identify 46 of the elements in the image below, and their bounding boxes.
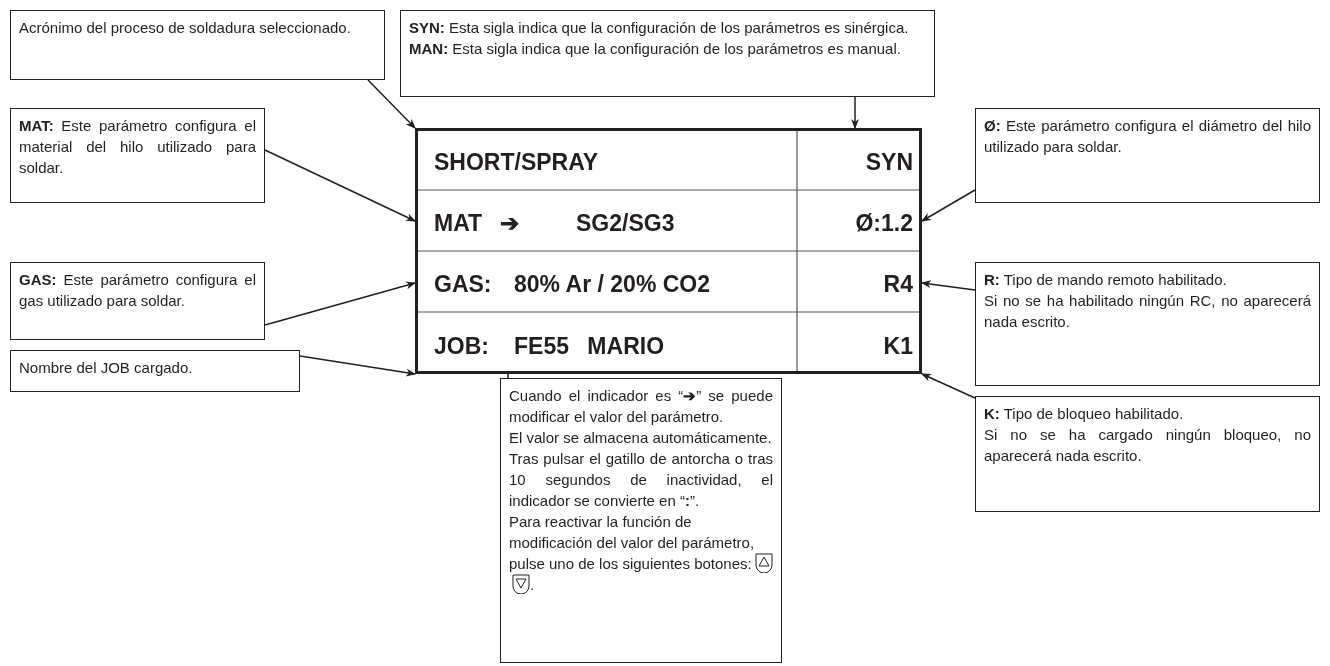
callout-text: .	[530, 576, 535, 593]
display-text: Ø:1.2	[855, 210, 913, 237]
display-screen	[415, 128, 922, 374]
callout-text: Si no se ha cargado ningún bloqueo, no aparecerá nada escrito.	[984, 425, 1311, 466]
callout-text: Nombre del JOB cargado.	[19, 358, 194, 378]
display-text: JOB:	[434, 332, 489, 360]
callout-box	[10, 262, 265, 340]
callout-text: GAS: Este parámetro configura el gas utilizado para soldar.	[19, 270, 256, 311]
callout-box	[400, 10, 935, 97]
callout-text: K: Tipo de bloqueo habilitado.	[984, 404, 1185, 424]
callout-text: Si no se ha habilitado ningún RC, no aparecerá nada escrito.	[984, 291, 1311, 332]
callout-text: Cuando el indicador es “➔” se puede modificar el valor del parámetro.	[509, 386, 773, 427]
callout-text: Acrónimo del proceso de soldadura seleccionado.	[19, 18, 352, 38]
callout-box	[975, 262, 1320, 386]
display-text: SHORT/SPRAY	[434, 148, 599, 176]
display-text: FE55 MARIO	[514, 332, 665, 360]
callout-text: Ø: Este parámetro configura el diámetro del hilo utilizado para soldar.	[984, 116, 1311, 157]
callout-text: El valor se almacena automáticamente.	[509, 428, 773, 448]
callout-text: MAN: Esta sigla indica que la configuración de los parámetros es manual.	[409, 39, 902, 59]
display-text: GAS:	[434, 271, 492, 298]
callout-box	[10, 108, 265, 203]
callout-text: SYN: Esta sigla indica que la configuración de los parámetros es sinérgica.	[409, 18, 910, 38]
callout-box	[500, 378, 782, 663]
leader-arrow	[921, 189, 976, 222]
callout-text: MAT: Este parámetro configura el material del hilo utilizado para soldar.	[19, 116, 256, 178]
leader-arrow	[921, 280, 976, 291]
leader-arrow	[264, 149, 416, 222]
callout-box	[10, 350, 300, 392]
display-text: K1	[883, 332, 913, 360]
display-text: ➔	[500, 210, 519, 237]
callout-box	[975, 108, 1320, 203]
leader-arrow	[921, 373, 976, 399]
callout-text: R: Tipo de mando remoto habilitado.	[984, 270, 1228, 290]
display-text: R4	[883, 271, 913, 298]
leader-arrow	[299, 355, 416, 377]
display-text: SG2/SG3	[576, 210, 675, 237]
callout-text: Tras pulsar el gatillo de antorcha o tras 10 segundos de inactividad, el indicador se convierte en “:”.	[509, 449, 773, 511]
callout-box	[10, 10, 385, 80]
display-text: 80% Ar / 20% CO2	[514, 271, 711, 298]
leader-arrow	[264, 281, 416, 326]
leader-arrow	[367, 79, 416, 129]
display-text: SYN	[865, 148, 913, 176]
callout-text: Para reactivar la función de modificación del valor del parámetro, pulse uno de los siguientes botones:	[509, 513, 755, 572]
leader-arrow	[851, 96, 859, 129]
callout-box	[975, 396, 1320, 512]
display-text: MAT	[434, 210, 483, 237]
